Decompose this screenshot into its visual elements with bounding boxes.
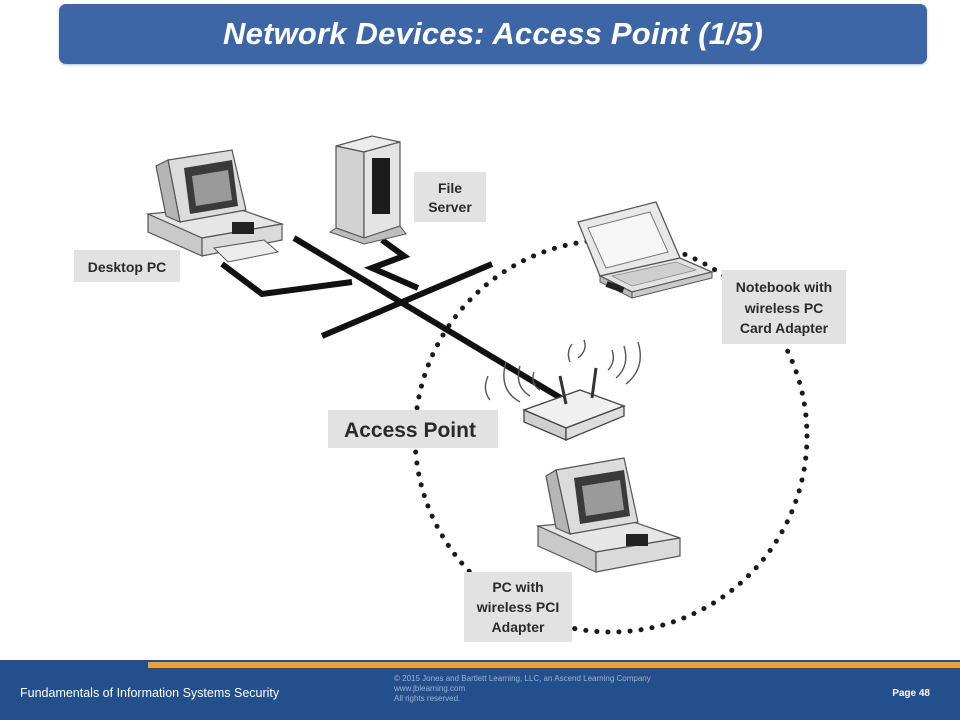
copyright-line: © 2015 Jones and Bartlett Learning, LLC,… — [394, 674, 651, 683]
label-desktop-pc: Desktop PC — [74, 250, 180, 282]
file-server-icon — [328, 135, 407, 245]
copyright-url: www.jblearning.com — [394, 684, 466, 693]
svg-text:PC with: PC with — [492, 579, 543, 595]
title-bar: Network Devices: Access Point (1/5) — [59, 4, 927, 64]
wireless-pc-icon — [535, 457, 681, 573]
svg-text:Access Point: Access Point — [344, 419, 476, 442]
svg-text:File: File — [438, 180, 462, 196]
desktop-pc-icon — [145, 149, 285, 263]
access-point-icon — [484, 339, 641, 441]
svg-text:Card Adapter: Card Adapter — [740, 320, 829, 336]
footer-bar — [0, 660, 960, 720]
footer-copyright: © 2015 Jones and Bartlett Learning, LLC,… — [394, 674, 651, 704]
copyright-rights: All rights reserved. — [394, 694, 461, 703]
label-notebook: Notebook with wireless PC Card Adapter — [722, 270, 846, 344]
network-diagram: Desktop PC File Server Notebook with wir… — [74, 135, 846, 642]
svg-text:Server: Server — [428, 199, 472, 215]
svg-text:wireless PCI: wireless PCI — [476, 599, 560, 615]
svg-text:wireless PC: wireless PC — [744, 300, 824, 316]
network-cables — [220, 235, 566, 403]
label-pc-wireless: PC with wireless PCI Adapter — [464, 572, 572, 642]
svg-text:Notebook with: Notebook with — [736, 279, 832, 295]
page-number: Page 48 — [892, 688, 930, 699]
slide-title: Network Devices: Access Point (1/5) — [223, 16, 763, 51]
svg-text:Adapter: Adapter — [492, 619, 545, 635]
svg-text:Desktop PC: Desktop PC — [88, 259, 167, 275]
label-file-server: File Server — [414, 172, 486, 222]
footer-accent-stripe — [148, 662, 960, 668]
label-access-point: Access Point — [328, 410, 498, 448]
footer-course-title: Fundamentals of Information Systems Secu… — [20, 686, 280, 700]
notebook-icon — [577, 201, 715, 299]
